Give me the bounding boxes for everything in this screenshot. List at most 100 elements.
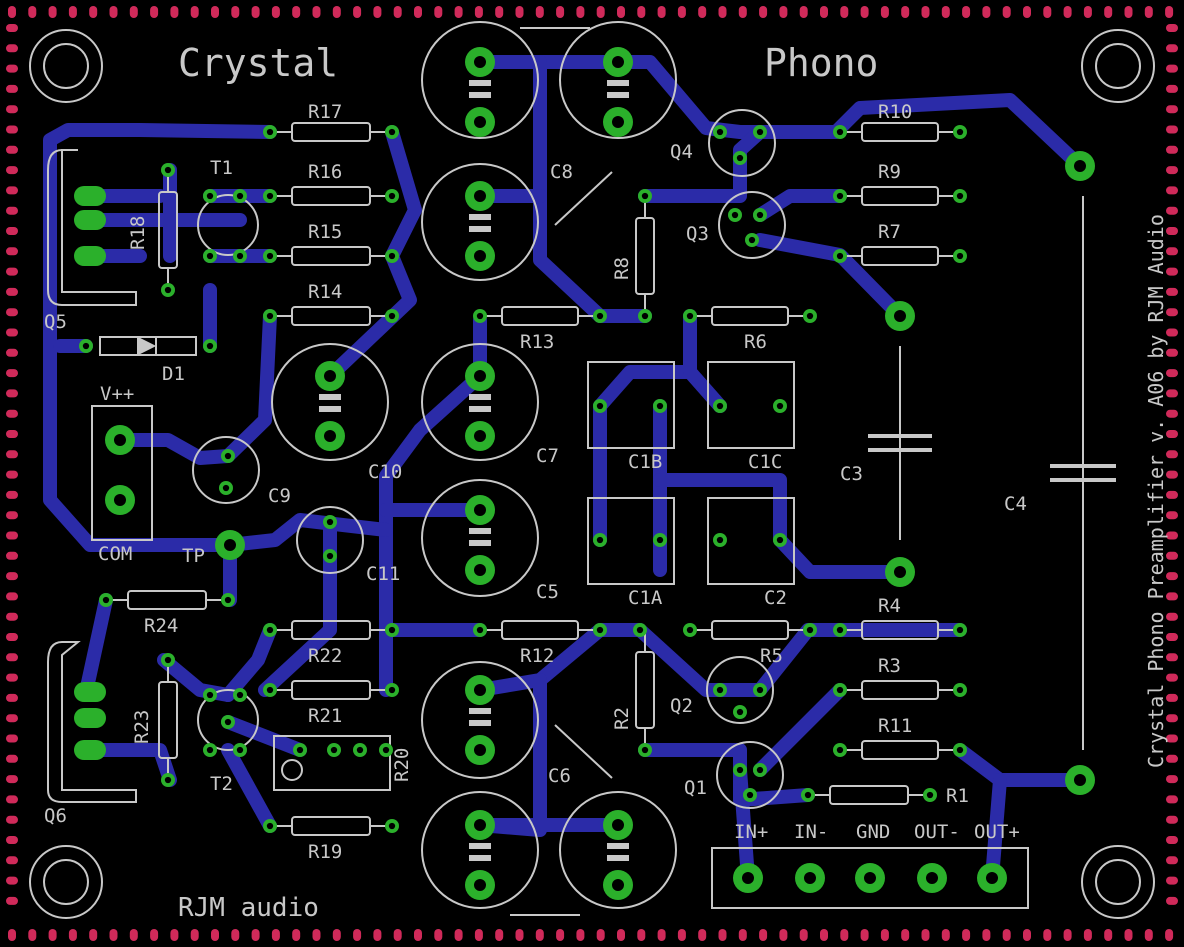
edge-dot — [6, 348, 18, 357]
pad-hole — [736, 708, 744, 716]
label-tp: TP — [182, 545, 205, 567]
edge-dot — [1043, 929, 1052, 941]
pad-hole — [236, 746, 244, 754]
pad-hole — [224, 596, 232, 604]
copper-trace — [221, 743, 277, 833]
edge-dot — [718, 6, 727, 18]
pad-hole — [326, 552, 334, 560]
pad-hole — [206, 252, 214, 260]
pad-hole — [804, 791, 812, 799]
edge-dot — [414, 929, 422, 941]
edge-dot — [373, 6, 382, 18]
edge-dot — [1166, 84, 1178, 93]
transistor-pad — [74, 186, 106, 206]
pad-hole — [474, 250, 486, 262]
pad-hole — [222, 484, 230, 492]
edge-dot — [150, 6, 159, 18]
pad-hole — [474, 684, 486, 696]
label-r19: R19 — [308, 841, 342, 863]
edge-dot — [1166, 633, 1178, 641]
edge-dot — [1083, 6, 1092, 18]
pad-hole — [641, 312, 649, 320]
edge-dot — [6, 531, 18, 540]
pad-hole — [756, 128, 764, 136]
pad-hole — [1074, 774, 1086, 786]
copper-trace — [221, 309, 277, 463]
edge-dot — [1166, 166, 1178, 175]
edge-dot — [129, 929, 138, 941]
edge-dot — [109, 6, 118, 18]
edge-dot — [779, 6, 788, 18]
pad-hole — [206, 192, 214, 200]
pad-hole — [716, 686, 724, 694]
label-q5: Q5 — [44, 311, 67, 333]
edge-dot — [1166, 490, 1178, 499]
label-r14: R14 — [308, 281, 342, 303]
power-header-outline — [91, 405, 153, 541]
edge-dot — [1124, 929, 1133, 941]
pad-hole — [836, 686, 844, 694]
label-c7: C7 — [536, 445, 559, 467]
edge-dot — [1166, 815, 1178, 824]
pad-hole — [388, 252, 396, 260]
copper-trace — [533, 55, 652, 323]
label-r23: R23 — [131, 710, 153, 744]
edge-dot — [6, 612, 18, 621]
pad-hole — [748, 236, 756, 244]
pad-hole — [114, 494, 126, 506]
pad-hole — [596, 626, 604, 634]
edge-dot — [1166, 186, 1178, 195]
label-r7: R7 — [878, 221, 901, 243]
pad-hole — [956, 686, 964, 694]
edge-dot — [921, 929, 930, 941]
edge-dot — [1144, 929, 1153, 941]
pad-hole — [114, 434, 126, 446]
label-c3: C3 — [840, 463, 863, 485]
edge-dot — [1165, 6, 1174, 18]
edge-dot — [1166, 105, 1178, 114]
edge-dot — [6, 105, 18, 114]
pad-hole — [656, 402, 664, 410]
edge-dot — [799, 929, 808, 941]
silk-marker — [554, 171, 613, 226]
edge-dot — [799, 6, 808, 18]
edge-dot — [8, 929, 16, 941]
electrolytic-cap-outline — [421, 343, 539, 461]
label-3: OUT- — [914, 821, 960, 843]
edge-dot — [6, 430, 18, 438]
edge-dot — [6, 247, 18, 256]
label-r17: R17 — [308, 101, 342, 123]
label-r12: R12 — [520, 645, 554, 667]
cap-polarity-mark — [469, 528, 491, 534]
edge-dot — [880, 6, 889, 18]
mounting-holes — [29, 29, 1155, 919]
edge-dot — [1002, 6, 1011, 18]
copper-trace — [157, 653, 235, 702]
edge-dot — [271, 929, 280, 941]
label-q3: Q3 — [686, 223, 709, 245]
pad-hole — [956, 746, 964, 754]
pad-hole — [164, 656, 172, 664]
electrolytic-cap-outline — [192, 436, 260, 504]
edge-dot — [28, 6, 37, 18]
edge-dot — [1166, 470, 1178, 479]
label-r9: R9 — [878, 161, 901, 183]
transistor-outline — [718, 191, 786, 259]
mounting-hole-inner — [43, 859, 89, 905]
label-c6: C6 — [548, 765, 571, 787]
edge-dot — [474, 6, 483, 18]
pad-hole — [612, 819, 624, 831]
edge-dot — [1166, 775, 1178, 784]
pad-hole — [836, 626, 844, 634]
edge-dot — [332, 929, 341, 941]
edge-dot — [1144, 6, 1153, 18]
pad-hole — [388, 192, 396, 200]
cap-polarity-mark — [607, 80, 629, 86]
edge-dot — [190, 6, 199, 18]
cap-polarity-mark — [319, 406, 341, 412]
pad-hole — [324, 430, 336, 442]
edge-dot — [6, 653, 18, 662]
edge-dot — [190, 929, 199, 941]
pad-hole — [388, 128, 396, 136]
